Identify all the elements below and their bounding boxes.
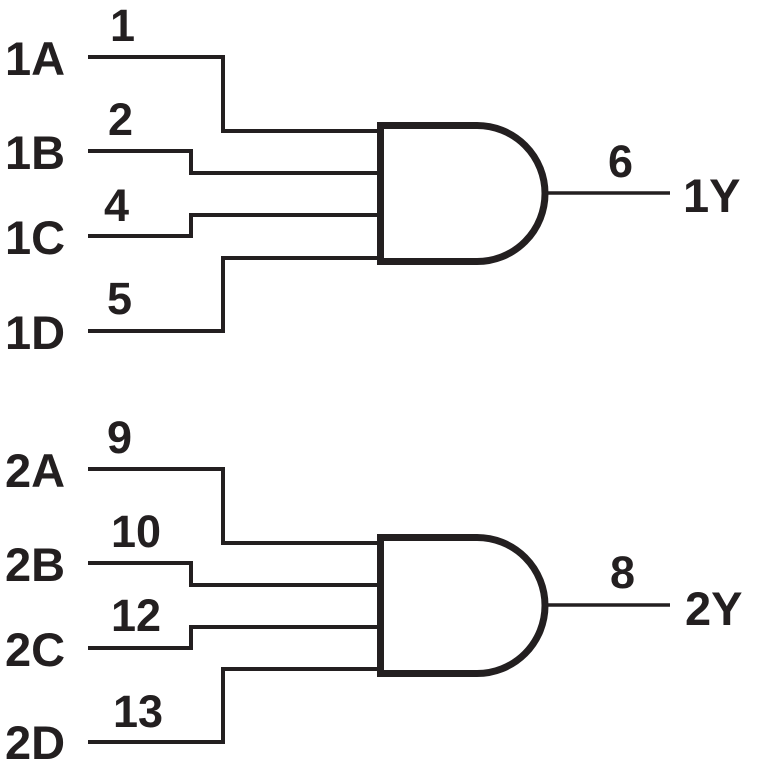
input-label-2c: 2C [5,623,65,676]
wire-input-2b [88,561,381,587]
input-label-2b: 2B [5,538,65,591]
and-gate-2: 2A 2B 2C 2D 9 10 12 13 8 2Y [5,412,743,765]
input-label-1b: 1B [5,126,65,179]
wire-input-2c [88,625,381,650]
output-label-1y: 1Y [683,169,741,222]
wire-input-2d [88,667,381,744]
wire-input-2a [88,467,381,545]
input-label-1c: 1C [5,211,65,264]
wire-input-1d [88,256,381,333]
wire-input-1a [88,55,381,133]
and-gate-1-body [377,122,549,265]
pin-number-5: 5 [107,273,132,324]
pin-number-8: 8 [610,547,635,598]
and-gate-2-body [377,534,549,677]
wire-input-1c [88,213,381,238]
pin-number-4: 4 [104,180,129,231]
input-label-1d: 1D [5,306,65,359]
pin-number-13: 13 [113,686,163,737]
pin-number-6: 6 [608,136,633,187]
output-label-2y: 2Y [685,582,743,635]
pin-number-10: 10 [111,506,161,557]
input-label-2a: 2A [5,444,65,497]
input-label-2d: 2D [5,716,65,765]
wire-input-1b [88,149,381,175]
pin-number-9: 9 [107,412,132,463]
input-label-1a: 1A [5,32,65,85]
pin-number-12: 12 [111,590,161,641]
pin-number-1: 1 [110,0,135,51]
and-gate-1: 1A 1B 1C 1D 1 2 4 5 6 1Y [5,0,741,359]
pin-number-2: 2 [108,94,133,145]
